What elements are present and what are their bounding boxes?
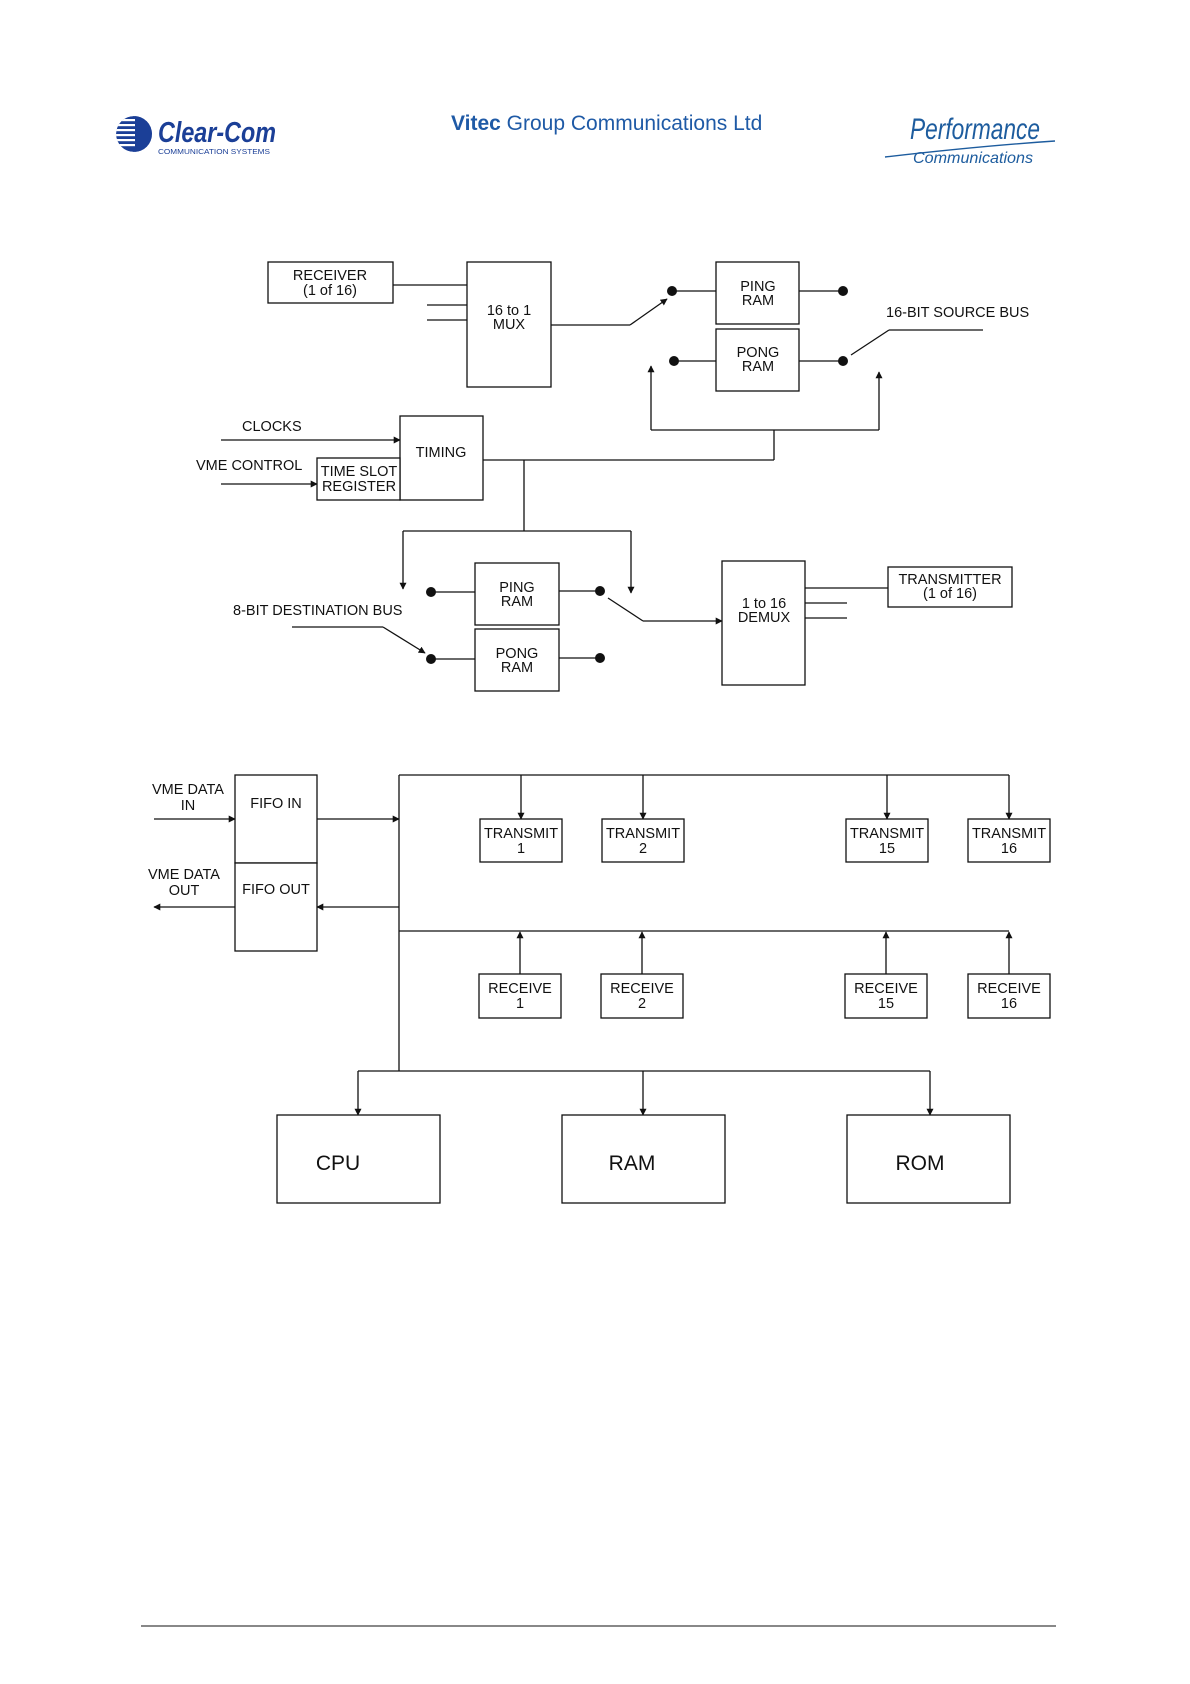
source-bus-label: 16-BIT SOURCE BUS	[886, 305, 1029, 321]
rom-box	[846, 1114, 1011, 1204]
vitec-brand-title: Vitec Group Communications Ltd	[451, 112, 762, 135]
receive-16-label: RECEIVE	[977, 981, 1041, 997]
timing-box	[399, 415, 484, 501]
receive-15-box	[844, 973, 928, 1019]
receiver-sub-label: (1 of 16)	[303, 283, 357, 299]
demux-box	[721, 560, 806, 686]
source-switch-arm	[629, 298, 668, 326]
destination-switch-arm	[382, 626, 426, 654]
pong-ram-top-sub-label: RAM	[742, 359, 774, 375]
clearcom-globe-icon	[116, 116, 152, 152]
performance-wordmark: Performance	[910, 113, 1040, 146]
transmitter-label: TRANSMITTER	[898, 572, 1001, 588]
ping-ram-top-box	[715, 261, 800, 325]
demux-switch-arm	[607, 597, 644, 622]
ping-ram-top-label: PING	[740, 279, 775, 295]
vitec-brand-strong: Vitec	[451, 112, 501, 135]
clearcom-wordmark: Clear-Com	[158, 117, 276, 149]
vme-data-out-label: VME DATA	[148, 867, 220, 883]
source-bus-switch-arm	[850, 329, 890, 356]
mux-sub-label: MUX	[493, 317, 526, 333]
timing-label: TIMING	[416, 445, 467, 461]
vme-data-in-sub-label: IN	[181, 798, 196, 814]
ping-ram-bottom-box	[474, 562, 560, 626]
transmit-1-number: 1	[517, 841, 525, 857]
destination-bus-label: 8-BIT DESTINATION BUS	[233, 603, 402, 619]
vme-data-in-label: VME DATA	[152, 782, 224, 798]
transmit-2-label: TRANSMIT	[606, 826, 680, 842]
transmitter-sub-label: (1 of 16)	[923, 586, 977, 602]
pong-ram-top-label: PONG	[737, 345, 780, 361]
transmit-16-box	[967, 818, 1051, 863]
ram-box	[561, 1114, 726, 1204]
transmit-2-number: 2	[639, 841, 647, 857]
receive-2-number: 2	[638, 996, 646, 1012]
receive-1-label: RECEIVE	[488, 981, 552, 997]
receive-15-number: 15	[878, 996, 894, 1012]
clocks-label: CLOCKS	[242, 419, 302, 435]
timeslot-switch-diagram: RECEIVER (1 of 16) 16 to 1 MUX PING RAM …	[196, 261, 1029, 692]
vme-data-out-sub-label: OUT	[169, 883, 200, 899]
mux-box	[466, 261, 552, 388]
pong-ram-bottom-sub-label: RAM	[501, 660, 533, 676]
clearcom-logo: Clear-Com COMMUNICATION SYSTEMS	[116, 116, 276, 156]
pong-ram-bottom-box	[474, 628, 560, 692]
time-slot-register-label: TIME SLOT	[321, 464, 398, 480]
receiver-label: RECEIVER	[293, 268, 367, 284]
ping-ram-bottom-label: PING	[499, 580, 534, 596]
receive-2-box	[600, 973, 684, 1019]
cpu-label: CPU	[316, 1152, 360, 1175]
mux-label: 16 to 1	[487, 303, 531, 319]
transmit-15-number: 15	[879, 841, 895, 857]
fifo-out-label: FIFO OUT	[242, 882, 310, 898]
transmitter-box	[887, 566, 1013, 608]
ping-ram-bottom-sub-label: RAM	[501, 594, 533, 610]
transmit-16-label: TRANSMIT	[972, 826, 1046, 842]
receive-2-label: RECEIVE	[610, 981, 674, 997]
performance-logo: Performance Communications	[884, 113, 1056, 167]
receiver-box	[267, 261, 394, 304]
pong-ram-bottom-label: PONG	[496, 646, 539, 662]
receive-16-number: 16	[1001, 996, 1017, 1012]
receive-15-label: RECEIVE	[854, 981, 918, 997]
fifo-in-box	[234, 774, 318, 864]
receive-16-box	[967, 973, 1051, 1019]
transmit-15-box	[845, 818, 929, 863]
fifo-out-box	[234, 862, 318, 952]
demux-label: 1 to 16	[742, 596, 786, 612]
cpu-box	[276, 1114, 441, 1204]
processor-bus-diagram: VME DATA IN VME DATA OUT FIFO IN FIFO OU…	[148, 774, 1051, 1204]
transmit-1-label: TRANSMIT	[484, 826, 558, 842]
transmit-16-number: 16	[1001, 841, 1017, 857]
performance-swash	[884, 140, 1056, 158]
receive-1-number: 1	[516, 996, 524, 1012]
performance-sub: Communications	[913, 150, 1033, 167]
ram-label: RAM	[609, 1152, 656, 1175]
receive-1-box	[478, 973, 562, 1019]
vme-control-label: VME CONTROL	[196, 458, 302, 474]
time-slot-register-sub-label: REGISTER	[322, 479, 396, 495]
transmit-15-label: TRANSMIT	[850, 826, 924, 842]
time-slot-register-box	[316, 457, 401, 501]
pong-ram-top-box	[715, 328, 800, 392]
vitec-brand-rest: Group Communications Ltd	[501, 112, 762, 135]
rom-label: ROM	[896, 1152, 945, 1175]
clearcom-tagline: COMMUNICATION SYSTEMS	[158, 147, 270, 156]
ping-ram-top-sub-label: RAM	[742, 293, 774, 309]
transmit-1-box	[479, 818, 563, 863]
demux-sub-label: DEMUX	[738, 610, 791, 626]
fifo-in-label: FIFO IN	[250, 796, 302, 812]
transmit-2-box	[601, 818, 685, 863]
